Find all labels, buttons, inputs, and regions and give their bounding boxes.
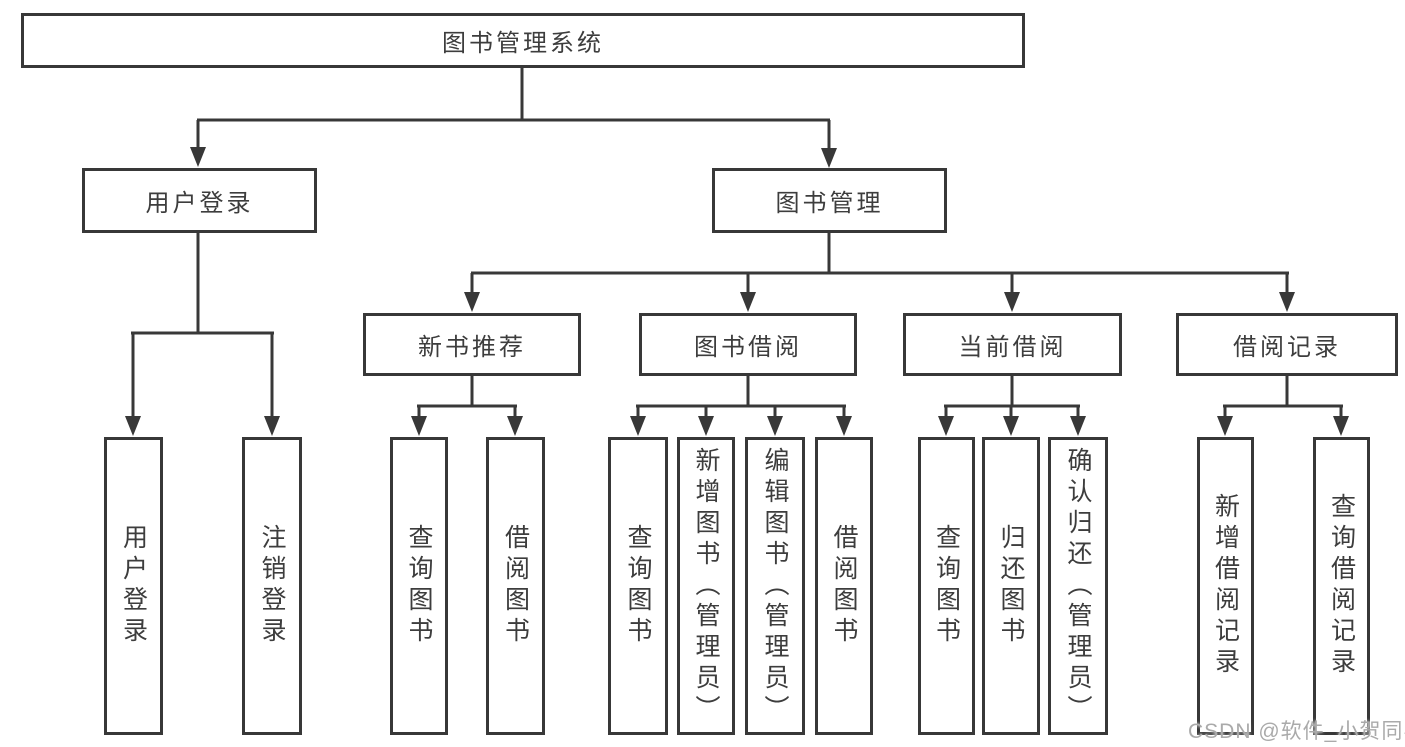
- leaf-borrowing-query-books: 查询图书: [608, 437, 668, 735]
- leaf-logout: 注销登录: [242, 437, 302, 735]
- leaf-recommend-query-books: 查询图书: [390, 437, 448, 735]
- csdn-watermark: CSDN @软件_小贺同学: [1188, 720, 1405, 743]
- node-current-borrowing: 当前借阅: [903, 313, 1122, 376]
- leaf-recommend-borrow-books: 借阅图书: [486, 437, 545, 735]
- node-book-management: 图书管理: [712, 168, 947, 233]
- leaf-borrowing-edit-books-admin: 编辑图书（管理员）: [745, 437, 805, 735]
- leaf-user-login: 用户登录: [104, 437, 163, 735]
- node-root-system: 图书管理系统: [21, 13, 1025, 68]
- node-new-book-recommend: 新书推荐: [363, 313, 581, 376]
- leaf-borrowing-borrow-books: 借阅图书: [815, 437, 873, 735]
- node-borrowing-records: 借阅记录: [1176, 313, 1398, 376]
- node-user-login: 用户登录: [82, 168, 317, 233]
- connector-lines: [131, 67, 1343, 420]
- node-book-borrowing: 图书借阅: [639, 313, 857, 376]
- leaf-current-confirm-return-admin: 确认归还（管理员）: [1048, 437, 1108, 735]
- leaf-current-return-books: 归还图书: [982, 437, 1040, 735]
- leaf-records-add-record: 新增借阅记录: [1197, 437, 1254, 735]
- leaf-current-query-books: 查询图书: [918, 437, 975, 735]
- leaf-borrowing-add-books-admin: 新增图书（管理员）: [677, 437, 735, 735]
- leaf-records-query-record: 查询借阅记录: [1313, 437, 1370, 735]
